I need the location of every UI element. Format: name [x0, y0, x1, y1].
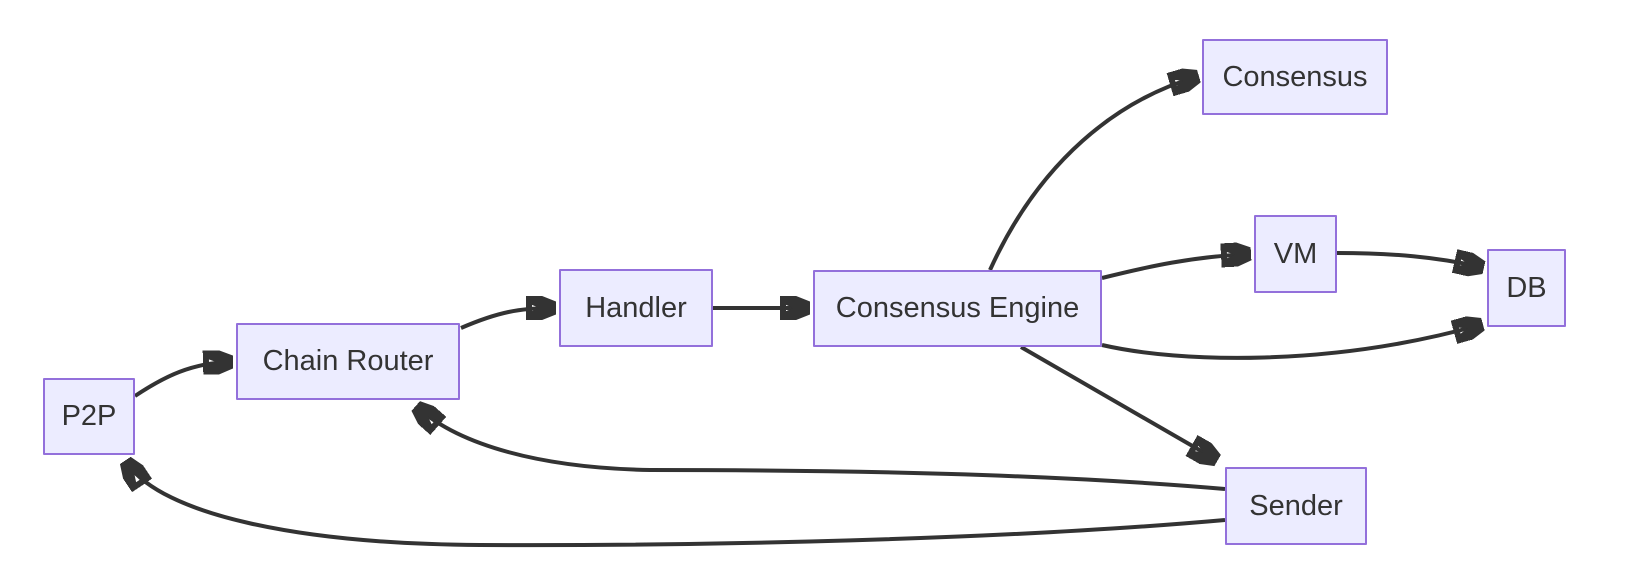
- node-db: DB: [1487, 249, 1566, 327]
- node-handler-label: Handler: [585, 291, 687, 324]
- edge-vm-to-db: [1336, 253, 1481, 267]
- edge-p2p-to-chain-router: [133, 362, 230, 398]
- node-vm-label: VM: [1273, 237, 1318, 270]
- edge-consensus-engine-to-vm: [1101, 254, 1248, 280]
- node-sender: Sender: [1225, 467, 1367, 545]
- edge-consensus-engine-to-consensus: [988, 77, 1196, 271]
- node-consensus-engine: Consensus Engine: [813, 270, 1102, 347]
- node-p2p: P2P: [43, 378, 135, 455]
- node-vm: VM: [1254, 215, 1337, 293]
- node-chain-router: Chain Router: [236, 323, 460, 400]
- node-consensus-label: Consensus: [1222, 60, 1368, 93]
- node-db-label: DB: [1506, 271, 1547, 304]
- edge-sender-to-chain-router: [418, 408, 1226, 491]
- edge-consensus-engine-to-sender: [1020, 345, 1215, 459]
- edge-chain-router-to-handler: [460, 308, 553, 330]
- node-consensus-engine-label: Consensus Engine: [835, 292, 1080, 324]
- edge-consensus-engine-to-db: [1101, 325, 1480, 360]
- node-consensus: Consensus: [1202, 39, 1388, 115]
- node-handler: Handler: [559, 269, 713, 347]
- edge-sender-to-p2p: [127, 463, 1226, 548]
- node-sender-label: Sender: [1249, 489, 1343, 522]
- node-chain-router-label: Chain Router: [262, 345, 434, 377]
- node-p2p-label: P2P: [61, 400, 117, 432]
